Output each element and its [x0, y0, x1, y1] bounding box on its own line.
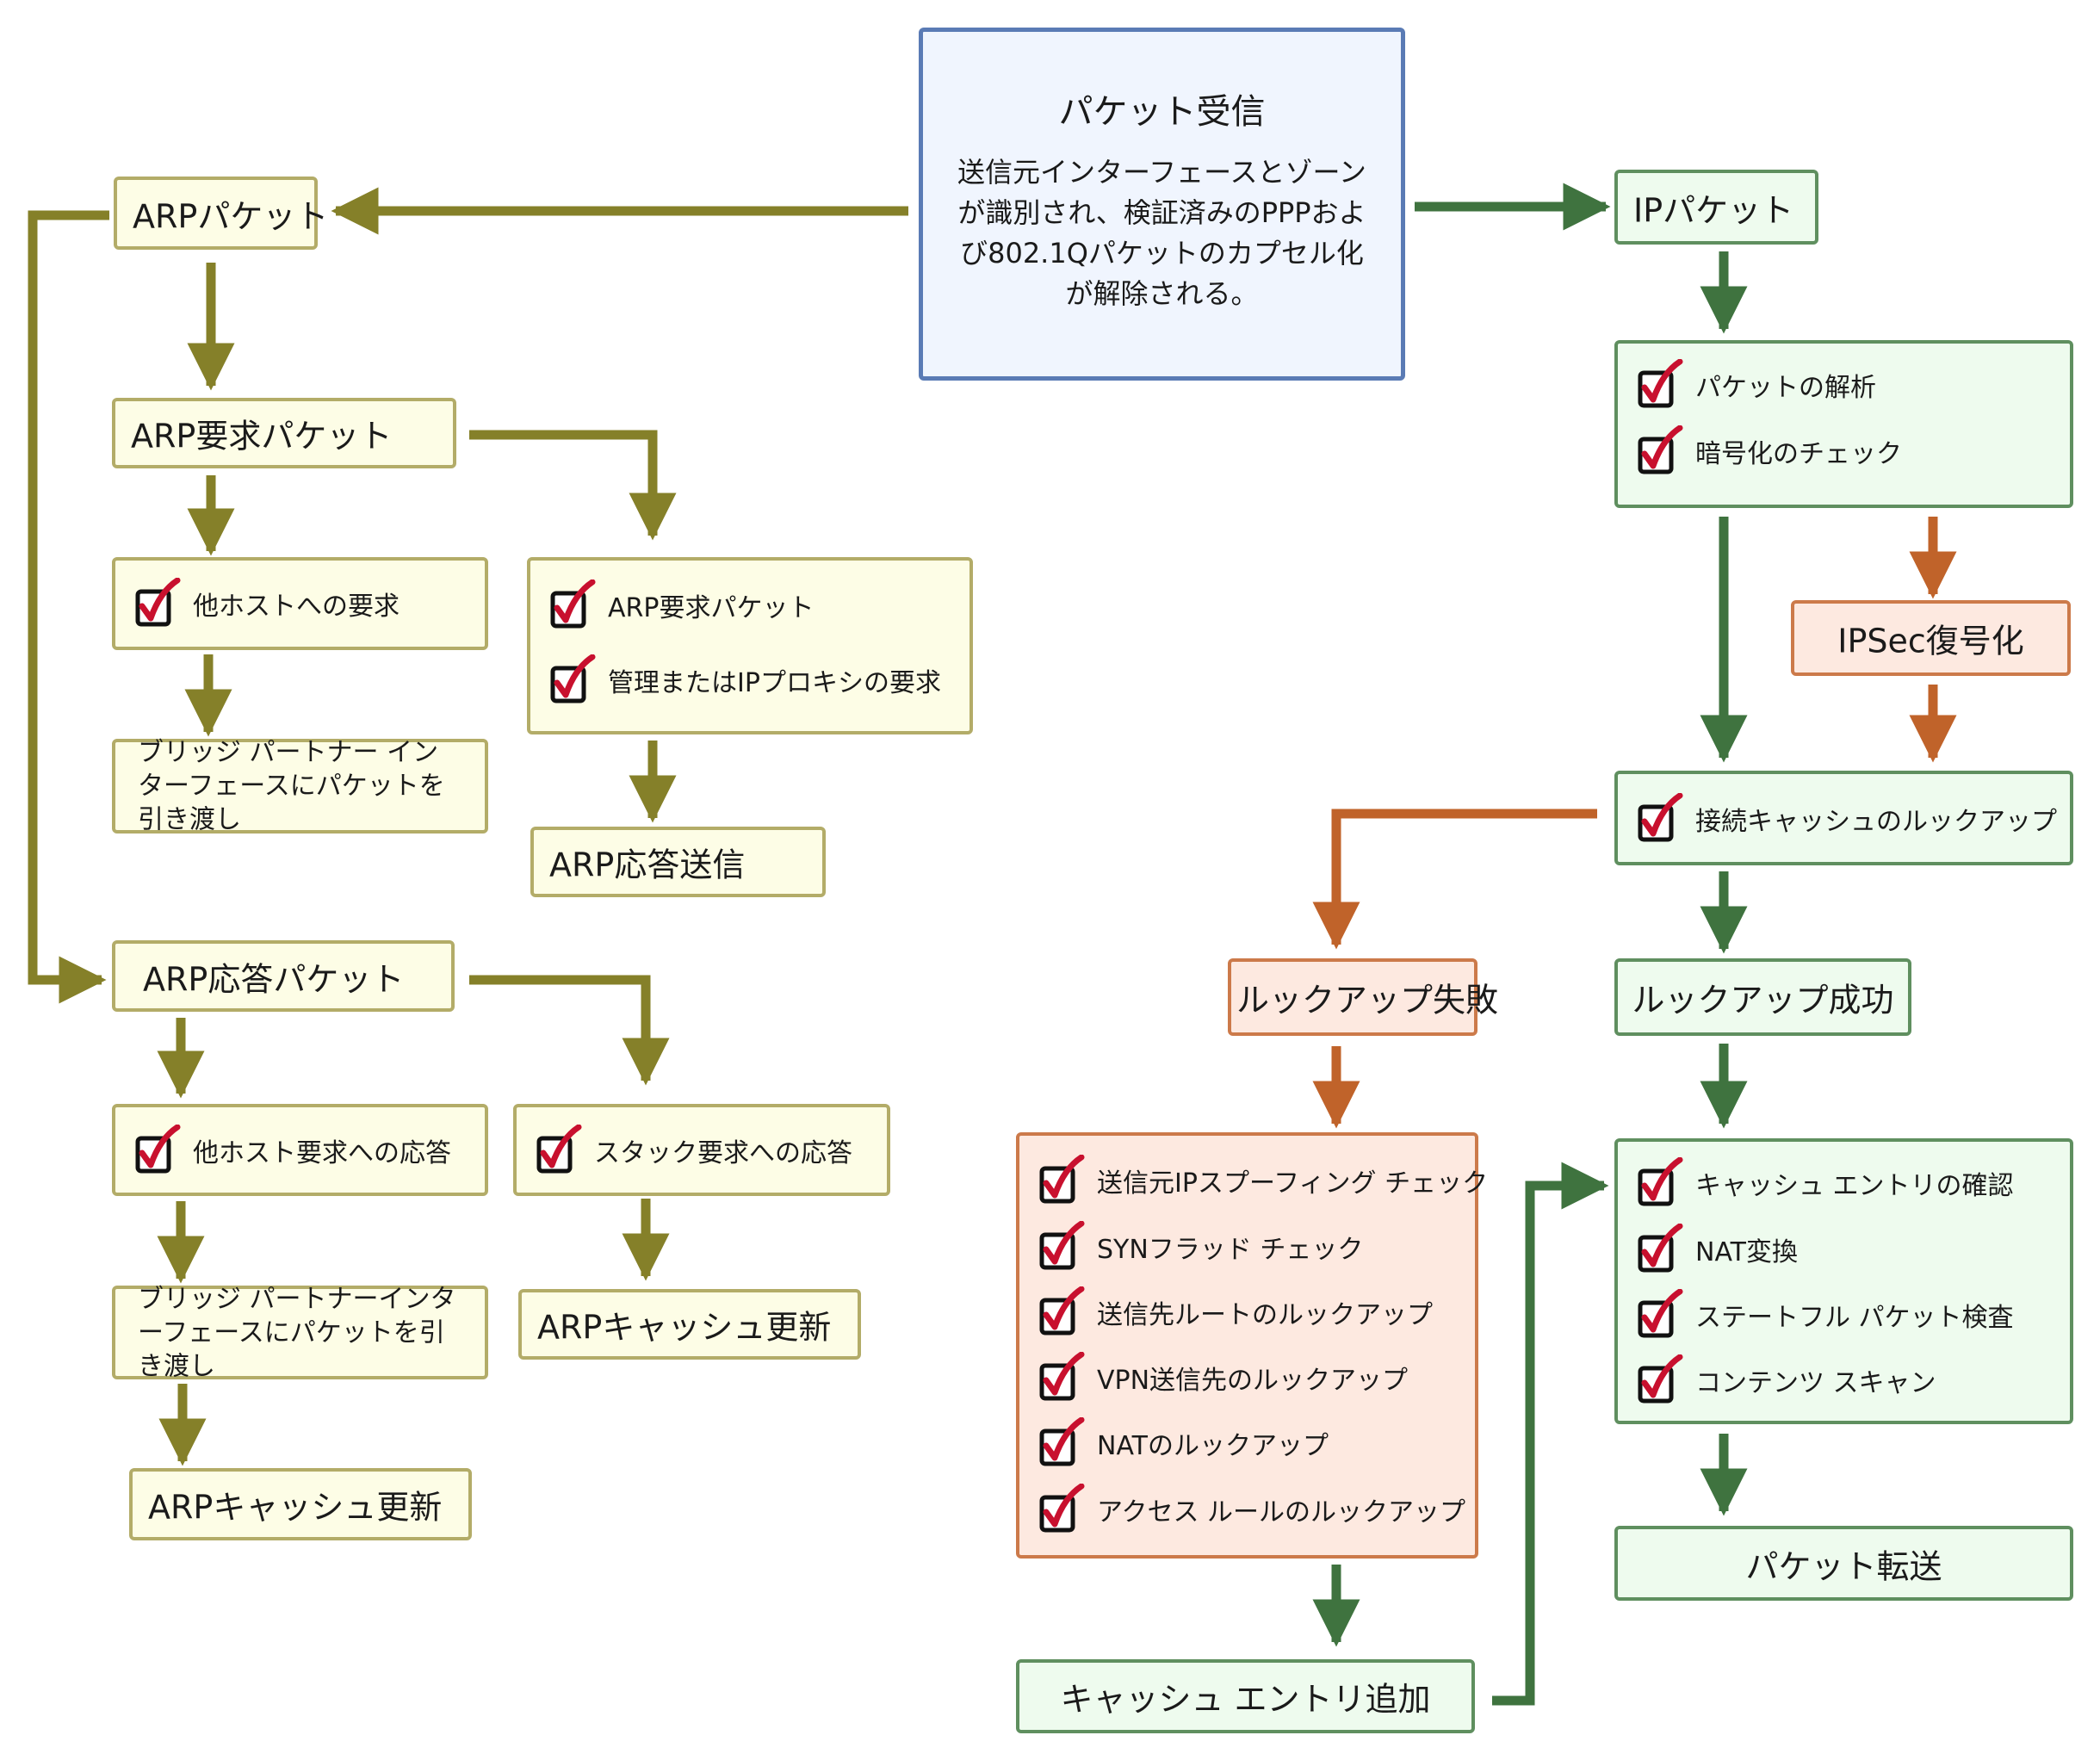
checklist-item: ステートフル パケット検査: [1637, 1289, 2061, 1341]
arp-request-packet-label: ARP要求パケット: [131, 417, 393, 455]
check-icon: [135, 578, 181, 627]
checklist-item-label: 他ホスト要求への応答: [193, 1138, 451, 1168]
lookup-success-box: ルックアップ成功: [1614, 958, 1911, 1036]
check-icon: [1638, 793, 1683, 842]
checklist-item-label: 管理またはIPプロキシの要求: [608, 668, 941, 698]
cache-entry-add-label: キャッシュ エントリ追加: [1060, 1680, 1431, 1719]
check-icon: [1039, 1155, 1085, 1204]
checklist-item-label: 送信元IPスプーフィング チェック: [1097, 1168, 1489, 1199]
reply-stack-box: スタック要求への応答: [513, 1104, 890, 1196]
checklist-item: 暗号化のチェック: [1637, 425, 2061, 477]
checklist-item-label: SYNフラッド チェック: [1097, 1235, 1364, 1265]
fail-checks-box: 送信元IPスプーフィング チェック SYNフラッド チェック 送信先ルートのルッ…: [1016, 1132, 1488, 1559]
packet-forward-label: パケット転送: [1745, 1547, 1942, 1585]
checklist-item: SYNフラッド チェック: [1038, 1221, 1466, 1273]
check-icon: [1638, 359, 1683, 408]
reply-other-hosts-box: 他ホスト要求への応答: [112, 1104, 488, 1196]
arp-packet-label: ARPパケット: [133, 197, 329, 235]
checklist-item: 送信先ルートのルックアップ: [1038, 1286, 1466, 1338]
checklist-item-label: 接続キャッシュのルックアップ: [1695, 807, 2057, 837]
request-checks-box: ARP要求パケット 管理またはIPプロキシの要求: [527, 557, 973, 734]
check-icon: [1039, 1286, 1085, 1335]
arrow-reply-to-stack: [469, 975, 670, 1086]
checklist-item-label: ARP要求パケット: [608, 593, 815, 623]
checklist-item-label: 暗号化のチェック: [1695, 439, 1902, 469]
arrow-conn-to-fail: [1312, 809, 1597, 950]
arp-reply-packet-box: ARP応答パケット: [112, 940, 455, 1012]
checklist-item: コンテンツ スキャン: [1637, 1354, 2061, 1406]
checklist-item-label: ステートフル パケット検査: [1695, 1303, 2014, 1333]
checklist-item-label: アクセス ルールのルックアップ: [1097, 1497, 1466, 1528]
checklist-item: NATのルックアップ: [1038, 1417, 1466, 1469]
checklist-item: 送信元IPスプーフィング チェック: [1038, 1155, 1488, 1206]
checklist-item-label: 送信先ルートのルックアップ: [1097, 1300, 1433, 1330]
arrow-cache-add-to-checks: [1492, 1162, 1609, 1706]
checklist-item: VPN送信先のルックアップ: [1038, 1352, 1466, 1404]
check-icon: [1039, 1221, 1085, 1270]
packet-received-description: 送信元インターフェースとゾーンが識別され、検証済みのPPPおよび802.1Qパケ…: [957, 156, 1366, 310]
conn-lookup-box: 接続キャッシュのルックアップ: [1614, 771, 2073, 865]
check-icon: [1638, 1289, 1683, 1338]
arp-cache-left-box: ARPキャッシュ更新: [129, 1468, 472, 1540]
checklist-item-label: パケットの解析: [1695, 373, 1876, 403]
check-icon: [1039, 1417, 1085, 1466]
checklist-item-label: 他ホストへの要求: [193, 592, 400, 622]
checklist-item: スタック要求への応答: [536, 1125, 878, 1176]
arp-packet-box: ARPパケット: [114, 177, 329, 250]
request-bridge-label: ブリッジ パートナー インターフェースにパケットを引き渡し: [138, 737, 445, 835]
request-bridge-box: ブリッジ パートナー インターフェースにパケットを引き渡し: [112, 737, 488, 835]
arrow-request-to-checks: [469, 430, 677, 541]
check-icon: [1039, 1352, 1085, 1401]
success-checks-box: キャッシュ エントリの確認 NAT変換 ステートフル パケット検査 コンテンツ …: [1614, 1138, 2073, 1424]
request-other-hosts-box: 他ホストへの要求: [112, 557, 488, 650]
reply-bridge-label: ブリッジ パートナーインターフェースにパケットを引き渡し: [138, 1284, 456, 1381]
checklist-item: 他ホスト要求への応答: [134, 1125, 476, 1176]
lookup-fail-label: ルックアップ失敗: [1236, 981, 1499, 1019]
checklist-item-label: VPN送信先のルックアップ: [1097, 1366, 1409, 1396]
check-icon: [1638, 1157, 1683, 1206]
arp-cache-right-box: ARPキャッシュ更新: [518, 1289, 861, 1360]
checklist-item: 接続キャッシュのルックアップ: [1637, 793, 2061, 845]
check-icon: [135, 1125, 181, 1174]
check-icon: [536, 1125, 582, 1174]
packet-received-box: パケット受信 送信元インターフェースとゾーンが識別され、検証済みのPPPおよび8…: [919, 28, 1405, 381]
ip-packet-box: IPパケット: [1614, 170, 1818, 245]
checklist-item: 管理またはIPプロキシの要求: [549, 654, 961, 706]
arp-request-packet-box: ARP要求パケット: [112, 398, 456, 468]
arp-cache-right-label: ARPキャッシュ更新: [537, 1308, 832, 1347]
checklist-item: パケットの解析: [1637, 359, 2061, 411]
checklist-item-label: NATのルックアップ: [1097, 1431, 1329, 1461]
check-icon: [1638, 1224, 1683, 1273]
checklist-item-label: スタック要求への応答: [594, 1138, 852, 1168]
lookup-success-label: ルックアップ成功: [1632, 981, 1894, 1019]
arp-cache-left-label: ARPキャッシュ更新: [148, 1488, 443, 1527]
arp-reply-packet-label: ARP応答パケット: [143, 960, 405, 998]
checklist-item-label: NAT変換: [1695, 1237, 1798, 1267]
check-icon: [1638, 425, 1683, 474]
ipsec-decrypt-box: IPSec復号化: [1791, 600, 2071, 676]
cache-entry-add-box: キャッシュ エントリ追加: [1016, 1659, 1475, 1733]
packet-forward-box: パケット転送: [1614, 1526, 2073, 1601]
arrow-arp-to-reply-packet: [28, 210, 109, 1004]
checklist-item-label: キャッシュ エントリの確認: [1695, 1171, 2014, 1201]
ipsec-decrypt-label: IPSec復号化: [1837, 622, 2024, 660]
checklist-item: キャッシュ エントリの確認: [1637, 1157, 2061, 1209]
check-icon: [1039, 1484, 1085, 1533]
parse-checks-box: パケットの解析 暗号化のチェック: [1614, 340, 2073, 508]
check-icon: [550, 579, 596, 629]
checklist-item-label: コンテンツ スキャン: [1695, 1368, 1936, 1398]
ip-packet-label: IPパケット: [1633, 191, 1794, 229]
checklist-item: NAT変換: [1637, 1224, 2061, 1275]
check-icon: [1638, 1354, 1683, 1404]
arp-reply-send-box: ARP応答送信: [530, 827, 826, 897]
checklist-item: ARP要求パケット: [549, 579, 961, 631]
arp-reply-send-label: ARP応答送信: [549, 846, 746, 884]
lookup-fail-box: ルックアップ失敗: [1228, 958, 1499, 1036]
reply-bridge-box: ブリッジ パートナーインターフェースにパケットを引き渡し: [112, 1284, 488, 1381]
check-icon: [550, 654, 596, 703]
checklist-item: アクセス ルールのルックアップ: [1038, 1484, 1466, 1535]
packet-received-title: パケット受信: [1058, 92, 1266, 132]
checklist-item: 他ホストへの要求: [134, 578, 476, 629]
